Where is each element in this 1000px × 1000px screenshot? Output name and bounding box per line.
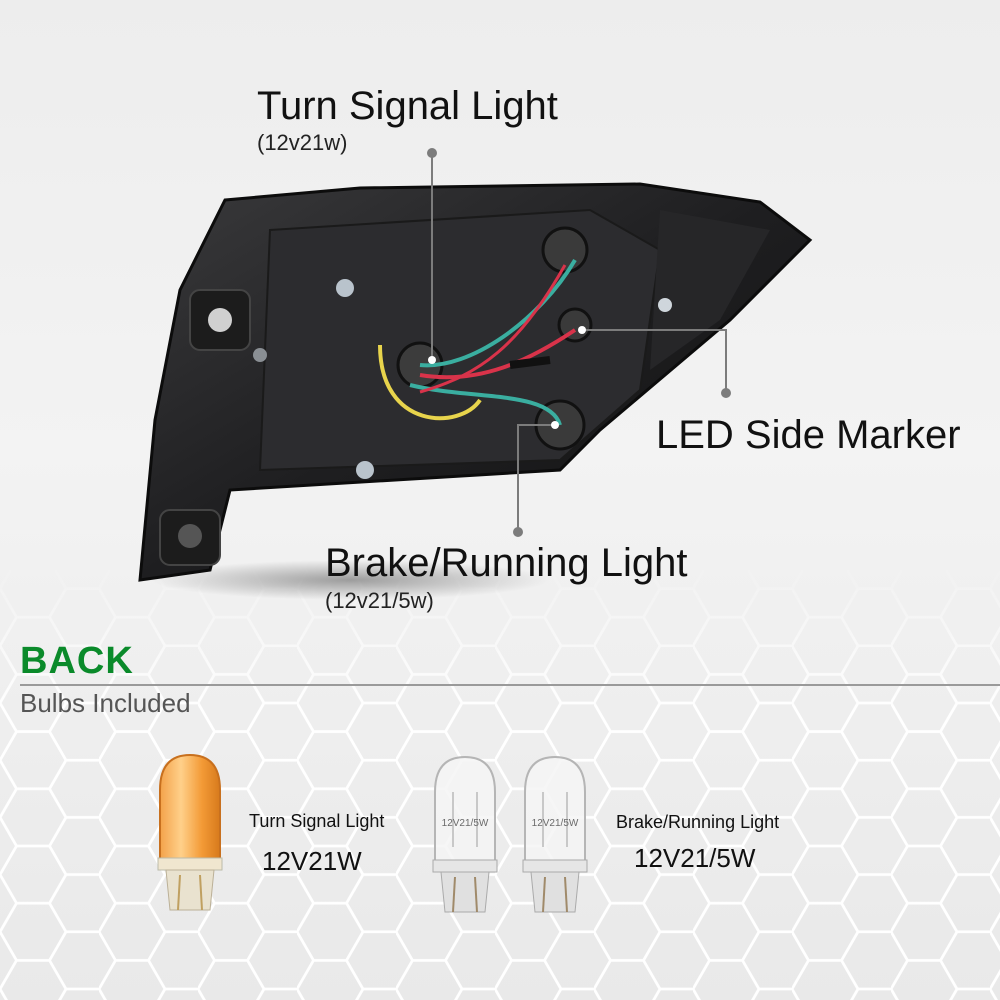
bulb-label-brake-running: Brake/Running Light	[616, 812, 780, 832]
amber-bulb-image	[157, 753, 223, 911]
brake-running-callout-spec: (12v21/5w)	[325, 588, 434, 613]
turn-signal-callout-spec: (12v21w)	[257, 130, 348, 155]
bulb-spec-turn-signal: 12V21W	[262, 846, 362, 876]
bulbs-included-subtitle: Bulbs Included	[20, 688, 191, 718]
back-section-title: BACK	[20, 640, 134, 682]
led-side-marker-callout-title: LED Side Marker	[656, 413, 961, 457]
brake-running-callout-title: Brake/Running Light	[325, 541, 688, 585]
bulb-print-text-1: 12V21/5W	[442, 818, 489, 829]
section-divider	[20, 684, 1000, 686]
bulb-spec-brake-running: 12V21/5W	[634, 843, 756, 873]
bulb-label-turn-signal: Turn Signal Light	[249, 811, 385, 831]
clear-bulb-image-2: 12V21/5W	[522, 755, 588, 913]
clear-bulb-image-1: 12V21/5W	[432, 755, 498, 913]
bulb-print-text-2: 12V21/5W	[532, 818, 579, 829]
tail-lamp-back-housing	[138, 182, 813, 600]
turn-signal-callout-title: Turn Signal Light	[257, 84, 558, 128]
